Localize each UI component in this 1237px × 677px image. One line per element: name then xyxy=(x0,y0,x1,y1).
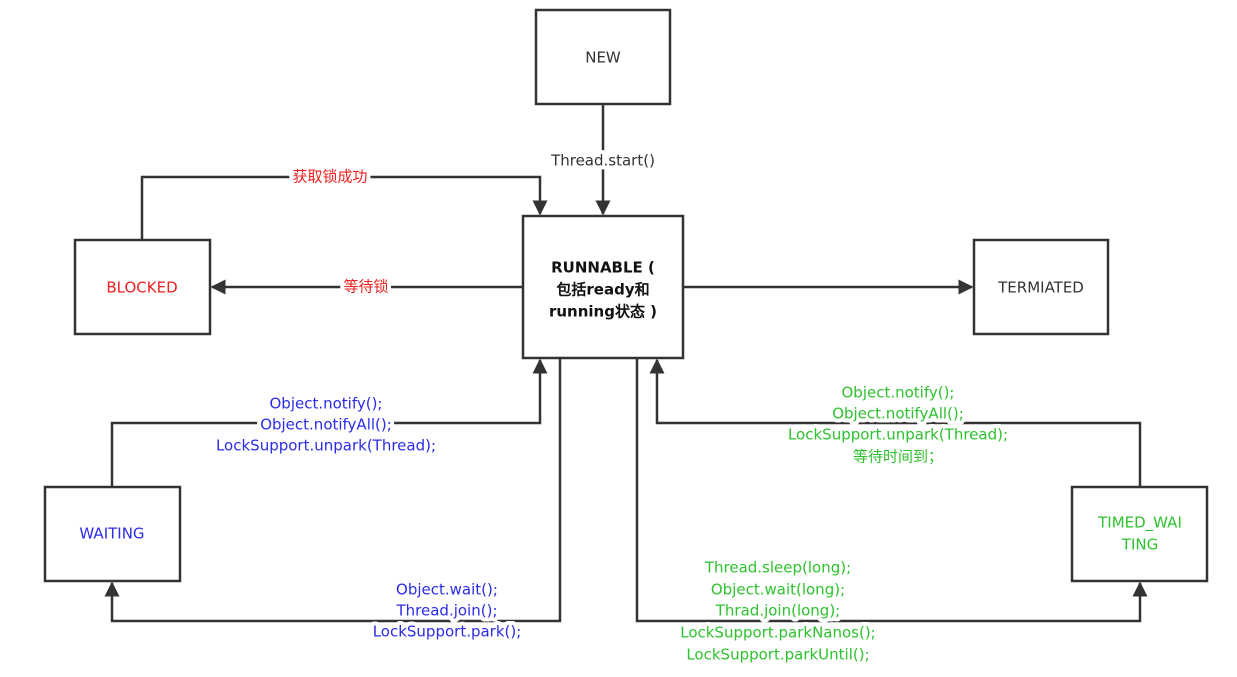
label-line: 等待时间到； xyxy=(853,448,943,466)
label-line: LockSupport.park(); xyxy=(373,623,522,641)
edge-runnable-to-waiting xyxy=(104,358,562,623)
state-waiting: WAITING xyxy=(43,485,182,583)
state-waiting-label: WAITING xyxy=(79,525,144,543)
label-thread-start: Thread.start() xyxy=(550,152,655,170)
edge-runnable-to-timed xyxy=(635,358,1148,623)
state-runnable: RUNNABLE ( 包括ready和 running状态 ) xyxy=(521,214,685,360)
edge-blocked-to-runnable xyxy=(140,175,548,240)
state-runnable-label-2: 包括ready和 xyxy=(556,281,649,299)
label-line: Object.notify(); xyxy=(841,384,954,402)
edge-waiting-to-runnable xyxy=(110,358,548,487)
label-line: Thrad.join(long); xyxy=(715,602,840,620)
label-line: LockSupport.parkNanos(); xyxy=(680,624,876,642)
state-new: NEW xyxy=(534,8,672,106)
label-line: Thread.sleep(long); xyxy=(704,559,851,577)
state-timed-waiting-label-2: TING xyxy=(1121,536,1158,554)
label-wait-lock: 等待锁 xyxy=(343,278,388,296)
label-line: Object.notifyAll(); xyxy=(260,416,392,434)
label-timed-to-runnable: Object.notify(); Object.notifyAll(); Loc… xyxy=(784,380,1012,470)
label-runnable-to-timed: Thread.sleep(long); Object.wait(long); T… xyxy=(676,555,880,668)
label-runnable-to-waiting: Object.wait(); Thread.join(); LockSuppor… xyxy=(369,577,526,645)
state-timed-waiting: TIMED_WAI TING xyxy=(1070,485,1209,583)
label-line: LockSupport.unpark(Thread); xyxy=(788,426,1008,444)
state-runnable-label-3: running状态 ) xyxy=(549,303,657,321)
label-line: Thread.join(); xyxy=(396,602,498,620)
label-line: LockSupport.parkUntil(); xyxy=(686,646,869,664)
label-line: Object.notify(); xyxy=(269,395,382,413)
label-lock-acquired: 获取锁成功 xyxy=(292,168,367,186)
state-terminated: TERMIATED xyxy=(972,238,1110,336)
label-line: LockSupport.unpark(Thread); xyxy=(216,437,436,455)
label-line: Object.wait(); xyxy=(396,581,498,599)
state-new-label: NEW xyxy=(585,49,621,67)
state-runnable-label-1: RUNNABLE ( xyxy=(551,259,655,277)
edge-timed-to-runnable xyxy=(649,358,1142,487)
state-blocked-label: BLOCKED xyxy=(106,279,177,297)
label-line: Object.notifyAll(); xyxy=(832,405,964,423)
state-terminated-label: TERMIATED xyxy=(997,279,1084,297)
state-blocked: BLOCKED xyxy=(73,238,212,336)
label-line: Object.wait(long); xyxy=(711,581,845,599)
state-timed-waiting-label-1: TIMED_WAI xyxy=(1097,514,1182,533)
label-waiting-to-runnable: Object.notify(); Object.notifyAll(); Loc… xyxy=(212,391,440,459)
